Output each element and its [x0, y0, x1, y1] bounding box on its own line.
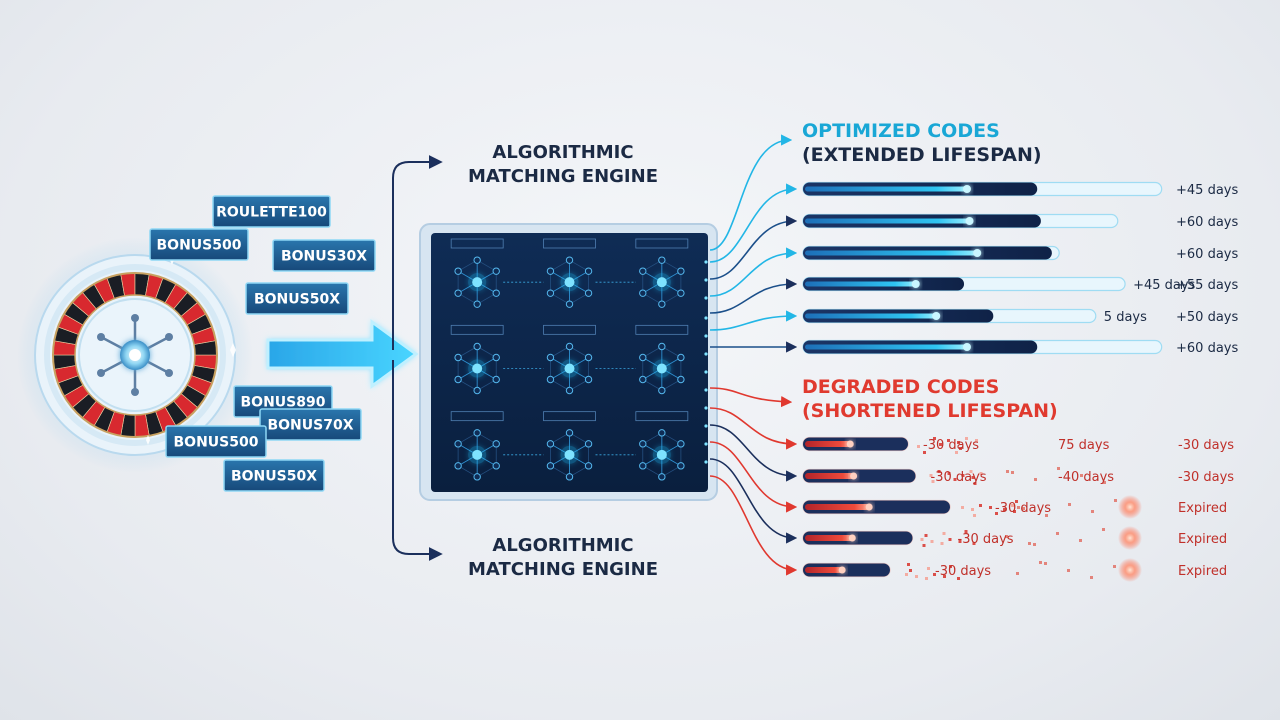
- optimized-bars: +45 days+60 days+60 days+45 days+55 days…: [802, 181, 1238, 356]
- code-tag-label: BONUS50X: [231, 469, 317, 485]
- engine-cell: [635, 238, 689, 308]
- degraded-bar-end-label: -30 days: [1178, 470, 1234, 485]
- degraded-bar-end-label: Expired: [1178, 532, 1227, 547]
- optimized-bar: +45 days: [802, 181, 1238, 198]
- code-tag: BONUS30X: [272, 239, 376, 272]
- code-tag-label: BONUS890: [241, 395, 326, 411]
- degraded-bar: -30 days -40 days -30 days: [802, 467, 1234, 485]
- output-connectors: [709, 134, 798, 576]
- degraded-debris: [905, 558, 1142, 582]
- code-tag: BONUS70X: [259, 408, 362, 441]
- degraded-bar: -30 days Expired: [802, 558, 1227, 582]
- code-tag: BONUS50X: [245, 282, 349, 315]
- optimized-bar-end-label: +60 days: [1176, 215, 1238, 230]
- engine-cell: [635, 324, 689, 395]
- code-tag: BONUS50X: [223, 459, 325, 492]
- degraded-bar-mid-label: -30 days: [995, 501, 1051, 516]
- engine-cell: [543, 324, 636, 395]
- optimized-bar-end-label: +45 days: [1176, 183, 1238, 198]
- optimized-bar: +60 days: [802, 339, 1238, 356]
- engine-cell: [450, 411, 544, 481]
- code-tag-label: BONUS70X: [267, 418, 353, 434]
- degraded-bar: -30 days 75 days -30 days: [802, 436, 1234, 454]
- degraded-title-line2: (SHORTENED LIFESPAN): [802, 400, 1058, 422]
- degraded-title-line1: DEGRADED CODES: [802, 376, 999, 398]
- degraded-bar-mid-label: -30 days: [923, 438, 979, 453]
- optimized-bar-end-label: +60 days: [1176, 341, 1238, 356]
- code-tag-label: ROULETTE100: [216, 205, 327, 221]
- engine-bracket-arrows: [392, 155, 443, 561]
- engine-title-top-line2: MATCHING ENGINE: [468, 166, 658, 187]
- matching-engine-panel: [419, 223, 718, 501]
- engine-cell: [450, 324, 544, 395]
- engine-title-bottom-line1: ALGORITHMIC: [492, 535, 633, 556]
- degraded-bar-mid-label: -30 days: [935, 564, 991, 579]
- degraded-bar: -30 days Expired: [802, 526, 1227, 550]
- optimized-bar-mid-label: +45 days: [1133, 278, 1195, 293]
- degraded-bar-mid-label: -30 days: [958, 532, 1014, 547]
- optimized-title-line2: (EXTENDED LIFESPAN): [802, 144, 1042, 166]
- optimized-bar-end-label: +60 days: [1176, 247, 1238, 262]
- degraded-debris: [961, 495, 1142, 519]
- degraded-bar-end-label: Expired: [1178, 564, 1227, 579]
- engine-cell: [543, 411, 636, 481]
- code-tags-group: ROULETTE100BONUS500BONUS30XBONUS50XBONUS…: [149, 195, 376, 492]
- optimized-bar: +60 days: [802, 245, 1238, 262]
- optimized-bar: +60 days: [802, 213, 1238, 230]
- code-tag-label: BONUS500: [174, 435, 259, 451]
- degraded-debris: [929, 467, 1106, 485]
- engine-title-top-line1: ALGORITHMIC: [492, 142, 633, 163]
- optimized-bar: 5 days +50 days: [802, 308, 1238, 325]
- degraded-bar-mid2-label: 75 days: [1058, 438, 1110, 453]
- degraded-debris: [917, 437, 978, 454]
- optimized-bar: +45 days+55 days: [802, 276, 1238, 293]
- code-tag-label: BONUS50X: [254, 292, 340, 308]
- degraded-bar-mid-label: -30 days: [931, 470, 987, 485]
- code-tag: BONUS500: [149, 228, 249, 261]
- engine-title-bottom-line2: MATCHING ENGINE: [468, 559, 658, 580]
- optimized-bar-mid-label: 5 days: [1104, 310, 1147, 325]
- engine-cell: [543, 238, 636, 308]
- engine-cell: [635, 411, 689, 481]
- optimized-bar-end-label: +55 days: [1176, 278, 1238, 293]
- degraded-bar-end-label: Expired: [1178, 501, 1227, 516]
- degraded-bar: -30 days Expired: [802, 495, 1227, 519]
- code-tag-label: BONUS500: [157, 238, 242, 254]
- engine-cell: [450, 238, 544, 308]
- degraded-bar-end-label: -30 days: [1178, 438, 1234, 453]
- code-tag-label: BONUS30X: [281, 249, 367, 265]
- code-tag: ROULETTE100: [212, 195, 331, 228]
- code-tag: BONUS500: [165, 425, 267, 458]
- degraded-debris: [920, 526, 1142, 550]
- optimized-title-line1: OPTIMIZED CODES: [802, 120, 1000, 142]
- optimized-bar-end-label: +50 days: [1176, 310, 1238, 325]
- degraded-bar-mid2-label: -40 days: [1058, 470, 1114, 485]
- roulette-wheel-icon: [17, 237, 253, 473]
